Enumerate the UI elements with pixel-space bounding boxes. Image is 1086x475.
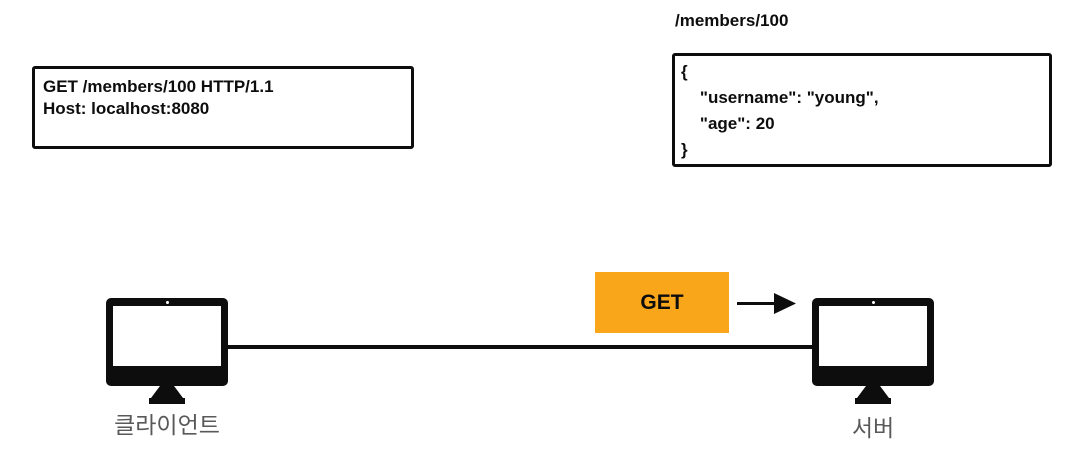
response-json-box: { "username": "young", "age": 20 } (672, 53, 1052, 167)
client-monitor-base (149, 398, 185, 404)
server-monitor-stand (857, 386, 889, 398)
server-label: 서버 (851, 415, 895, 441)
webcam-dot-icon (872, 301, 875, 304)
http-method-badge: GET (595, 272, 729, 333)
json-line-username: "username": "young", (681, 88, 879, 107)
client-label: 클라이언트 (114, 412, 220, 438)
resource-path-label: /members/100 (675, 11, 789, 30)
client-computer-icon (106, 298, 228, 404)
request-line-host: Host: localhost:8080 (43, 99, 210, 118)
json-line-close-brace: } (681, 140, 688, 159)
json-line-open-brace: { (681, 62, 688, 81)
server-computer-icon (812, 298, 934, 404)
server-monitor-screen (819, 306, 927, 366)
server-monitor-base (855, 398, 891, 404)
request-arrow-icon (737, 293, 796, 314)
json-line-age: "age": 20 (681, 114, 775, 133)
client-server-connection-line (227, 345, 814, 349)
request-line-method: GET /members/100 HTTP/1.1 (43, 77, 274, 96)
server-monitor-frame (812, 298, 934, 386)
client-monitor-frame (106, 298, 228, 386)
client-monitor-stand (151, 386, 183, 398)
http-request-box: GET /members/100 HTTP/1.1 Host: localhos… (32, 66, 414, 149)
client-monitor-screen (113, 306, 221, 366)
webcam-dot-icon (166, 301, 169, 304)
